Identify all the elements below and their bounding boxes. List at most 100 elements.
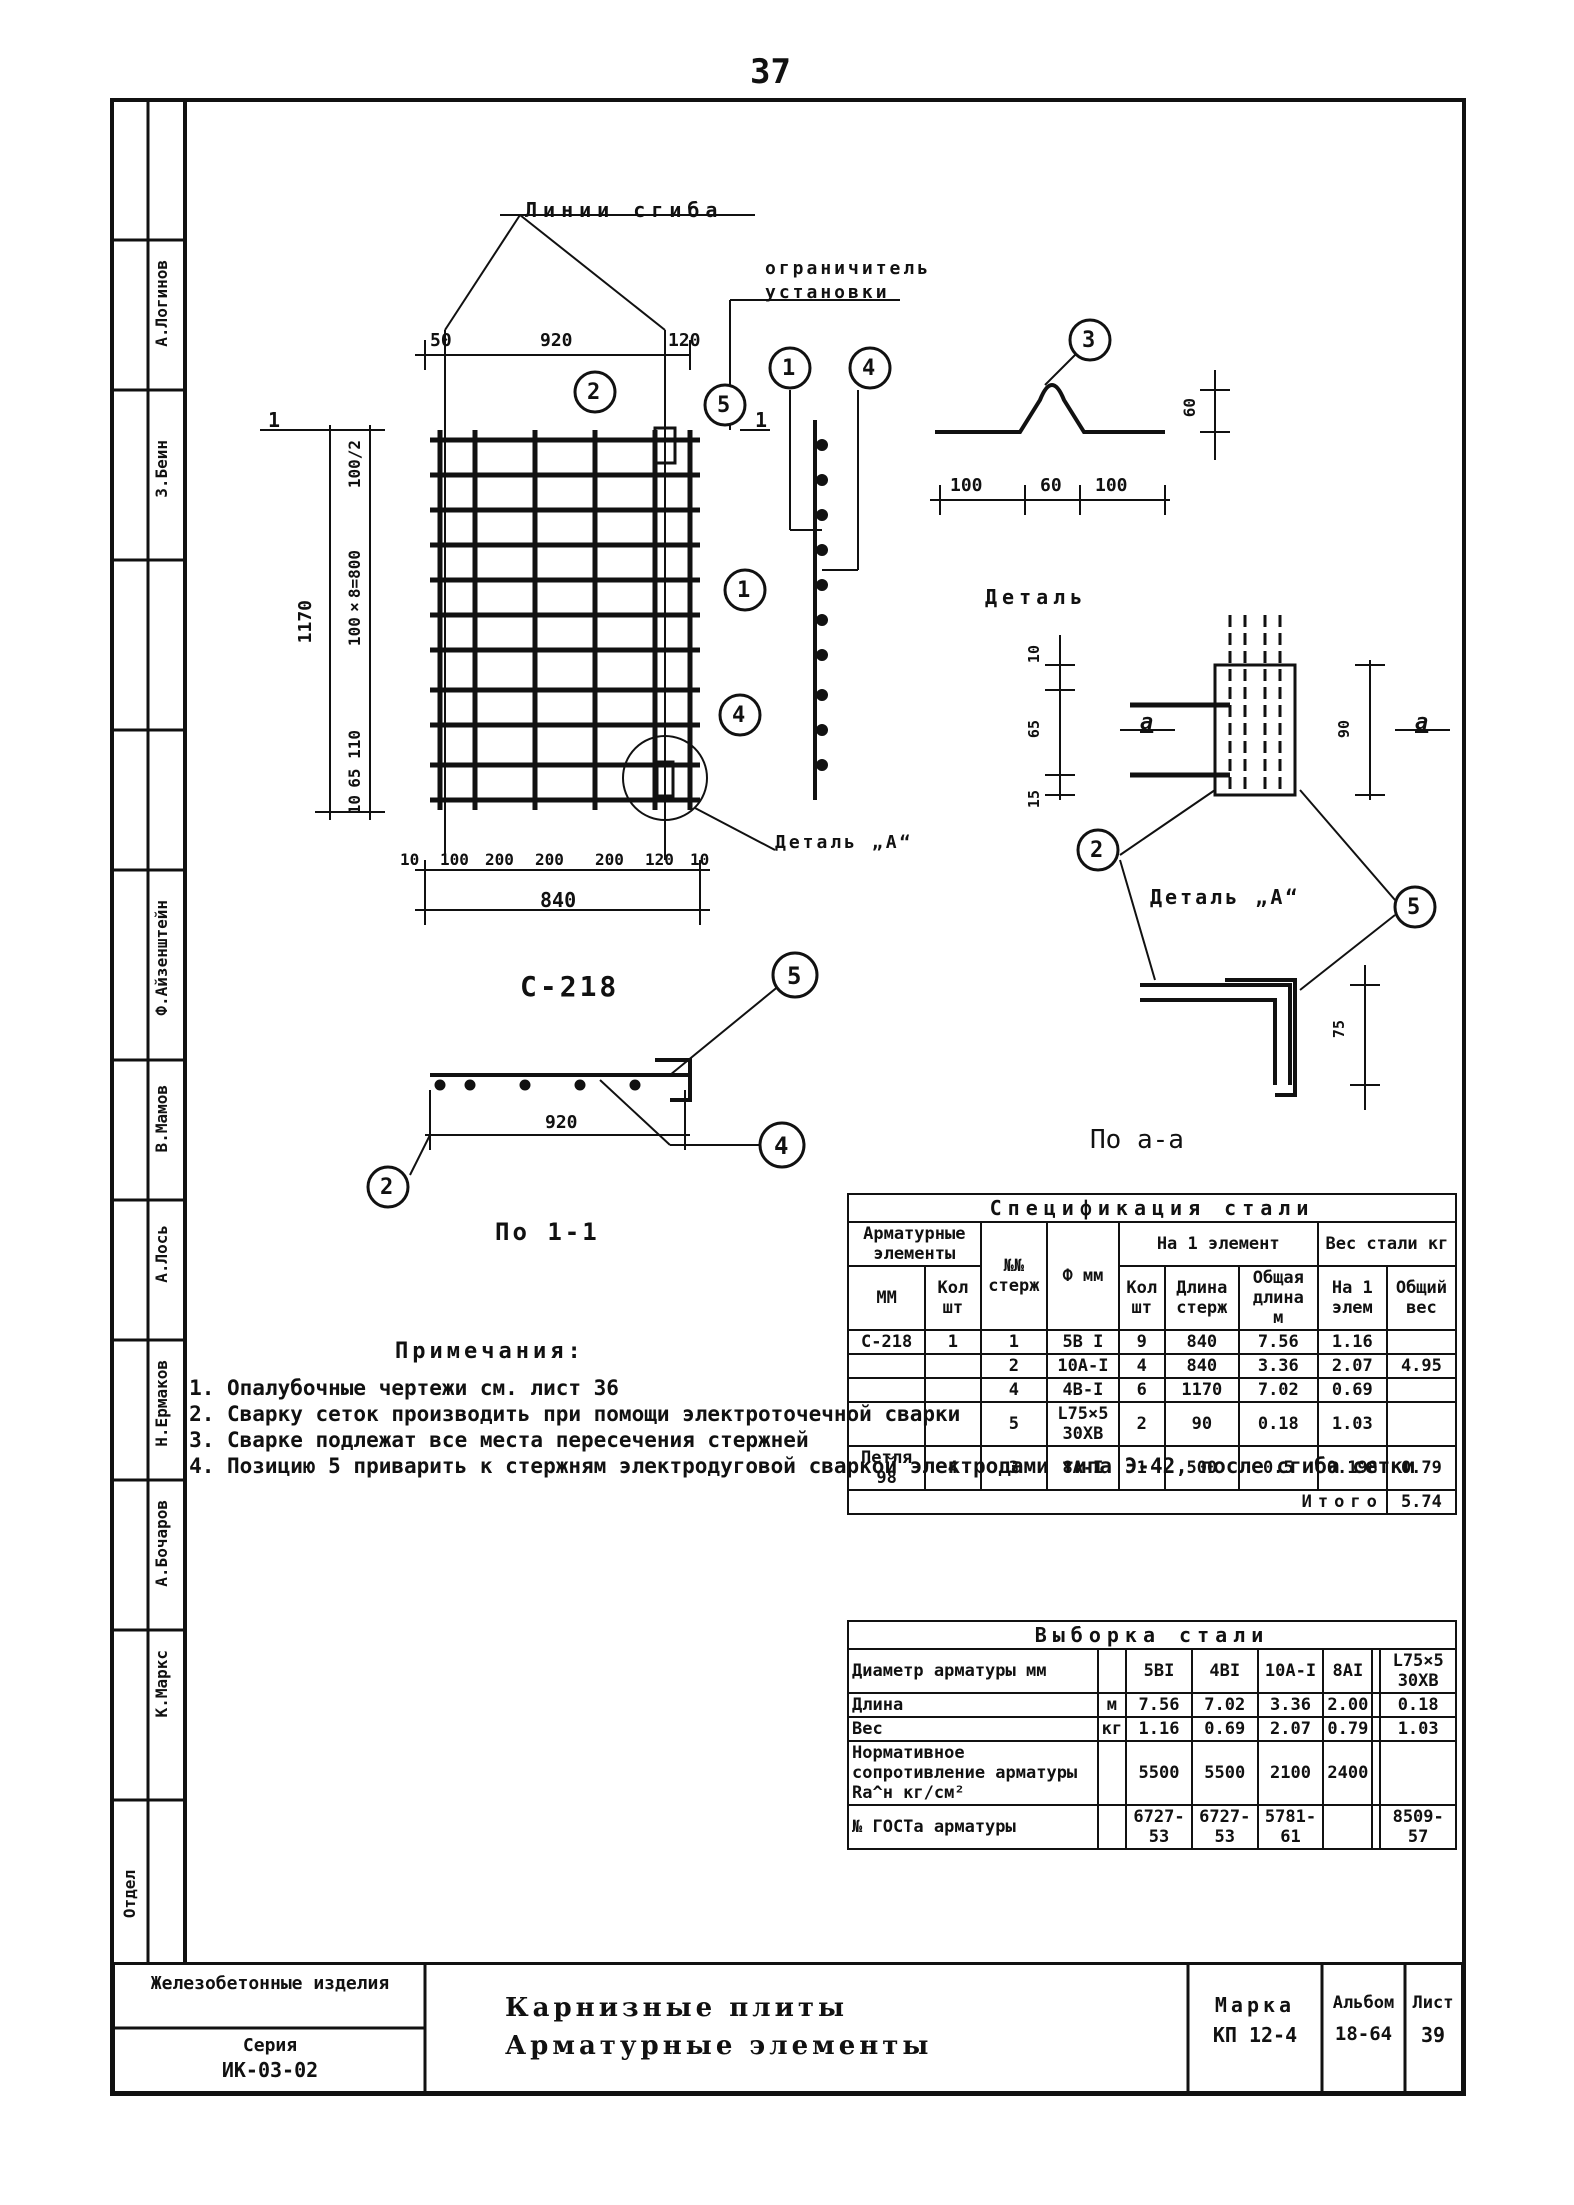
spec-h-length-total: Общая длина м	[1237, 1265, 1319, 1331]
spec-cell-total-len: 7.56	[1237, 1329, 1319, 1355]
detail-a-label: Деталь „А“	[1150, 885, 1301, 909]
bent-dim: 100	[1095, 475, 1128, 496]
bent-height: 60	[1180, 398, 1199, 418]
viborka-row-label: Вес	[847, 1716, 1099, 1742]
viborka-cell: 1.16	[1125, 1716, 1193, 1742]
detail-dim: 65	[1025, 720, 1043, 739]
callout-number: 5	[787, 962, 802, 990]
viborka-cell: 7.56	[1125, 1692, 1193, 1718]
stop-label-2: установки	[765, 282, 890, 303]
detail-dim: 15	[1025, 790, 1043, 809]
spec-cell-element	[846, 1401, 927, 1447]
side-stamp: В.Мамов	[152, 1085, 171, 1153]
detail-dim: 10	[1025, 645, 1043, 664]
spec-cell-pos: 2	[979, 1353, 1049, 1379]
spec-cell-kol: 1	[1117, 1445, 1166, 1491]
bent-dim: 100	[950, 475, 983, 496]
spec-cell-wtotal	[1385, 1401, 1458, 1447]
callout-number: 4	[774, 1132, 789, 1160]
spec-cell-kol-sht: 4	[924, 1445, 982, 1491]
spec-cell-diam: 8А-I	[1046, 1445, 1120, 1491]
viborka-cell: 2400	[1322, 1740, 1374, 1806]
spec-cell-w1: 0.69	[1316, 1377, 1388, 1403]
viborka-cell: 5500	[1190, 1740, 1259, 1806]
tb-series-label: Серия	[242, 2035, 298, 2056]
callout-number: 4	[862, 356, 876, 381]
viborka-row-label: Длина	[847, 1692, 1099, 1718]
sheet-frame	[110, 98, 1466, 2096]
callout-2	[573, 370, 617, 414]
spec-title: Спецификация стали	[847, 1193, 1457, 1223]
viborka-row-label: № ГОСТа арматуры	[847, 1804, 1099, 1850]
tb-series: ИК-03-02	[221, 2058, 319, 2082]
spec-h-elements: Арматурные элементы	[847, 1221, 982, 1267]
viborka-cell: 6727-53	[1190, 1804, 1259, 1850]
callout-2-detail	[1076, 828, 1120, 872]
spec-cell-length: 840	[1163, 1329, 1240, 1355]
viborka-row-unit: м	[1096, 1692, 1128, 1718]
viborka-cell	[1371, 1716, 1382, 1742]
viborka-row-unit: кг	[1096, 1716, 1128, 1742]
spec-cell-wtotal	[1385, 1377, 1458, 1403]
note-item: Сварке подлежат все места пересечения ст…	[227, 1428, 1415, 1452]
dim-bottom: 200	[485, 850, 514, 869]
spec-cell-element	[846, 1377, 927, 1403]
spec-h-weight1: На 1 элем	[1316, 1265, 1388, 1331]
viborka-cell: 0.18	[1379, 1692, 1457, 1718]
callout-number: 2	[380, 1175, 394, 1200]
note-item: Опалубочные чертежи см. лист 36	[227, 1376, 1415, 1400]
viborka-cell	[1371, 1648, 1382, 1694]
spec-cell-w1: 1.03	[1316, 1401, 1388, 1447]
viborka-row-label: Диаметр арматуры мм	[847, 1648, 1099, 1694]
viborka-cell: 8509-57	[1379, 1804, 1457, 1850]
dim-bottom: 120	[645, 850, 674, 869]
side-stamp: А.Логинов	[152, 260, 171, 347]
callout-5-detail	[1393, 885, 1437, 929]
section-11-label: По 1-1	[495, 1218, 600, 1246]
viborka-row: Нормативное сопротивление арматуры Rа^н …	[847, 1740, 1457, 1806]
spec-cell-kol: 6	[1117, 1377, 1166, 1403]
spec-cell-wtotal: 4.95	[1385, 1353, 1458, 1379]
section-aa-label: По а-а	[1090, 1125, 1184, 1155]
spec-h-kolsht: Кол шт	[924, 1265, 982, 1331]
viborka-cell: 5ВI	[1125, 1648, 1193, 1694]
spec-cell-kol-sht	[924, 1353, 982, 1379]
dim-bottom: 10	[400, 850, 420, 869]
side-stamp: К.Маркс	[152, 1650, 171, 1718]
viborka-cell: 5500	[1125, 1740, 1193, 1806]
callout-number: 3	[1082, 328, 1096, 353]
spec-cell-wtotal: 0.79	[1385, 1445, 1458, 1491]
spec-h-weight: Вес стали кг	[1316, 1221, 1458, 1267]
spec-cell-kol: 4	[1117, 1353, 1166, 1379]
viborka-cell: L75×5 30ХВ	[1379, 1648, 1457, 1694]
spec-cell-length: 90	[1163, 1401, 1240, 1447]
spec-h-kol: Кол шт	[1117, 1265, 1166, 1331]
section-a-right: а	[1415, 710, 1429, 735]
spec-cell-kol-sht	[924, 1377, 982, 1403]
notes-heading: Примечания:	[395, 1339, 585, 1364]
viborka-cell: 4ВI	[1190, 1648, 1259, 1694]
spec-h-weight-total: Общий вес	[1385, 1265, 1458, 1331]
viborka-cell	[1379, 1740, 1457, 1806]
callout-5-top	[703, 383, 747, 427]
spec-h-pos: №№ стерж	[979, 1221, 1049, 1331]
spec-cell-length: 500	[1163, 1445, 1240, 1491]
side-stamp: Отдел	[120, 1870, 139, 1919]
spec-cell-w1: 0.198	[1316, 1445, 1388, 1491]
callout-number: 5	[717, 393, 731, 418]
tb-marka: КП 12-4	[1212, 2023, 1298, 2047]
viborka-cell: 2100	[1256, 1740, 1325, 1806]
dim-bottom: 10	[690, 850, 710, 869]
side-stamp: А.Бочаров	[152, 1500, 171, 1587]
title-block-grid	[115, 1965, 1407, 2091]
dim-top-left: 50	[430, 330, 452, 351]
viborka-cell	[1371, 1804, 1382, 1850]
callout-number: 2	[587, 380, 601, 405]
tb-sheet-label: Лист	[1412, 1993, 1454, 2013]
side-stamp: А.Лось	[152, 1225, 171, 1283]
